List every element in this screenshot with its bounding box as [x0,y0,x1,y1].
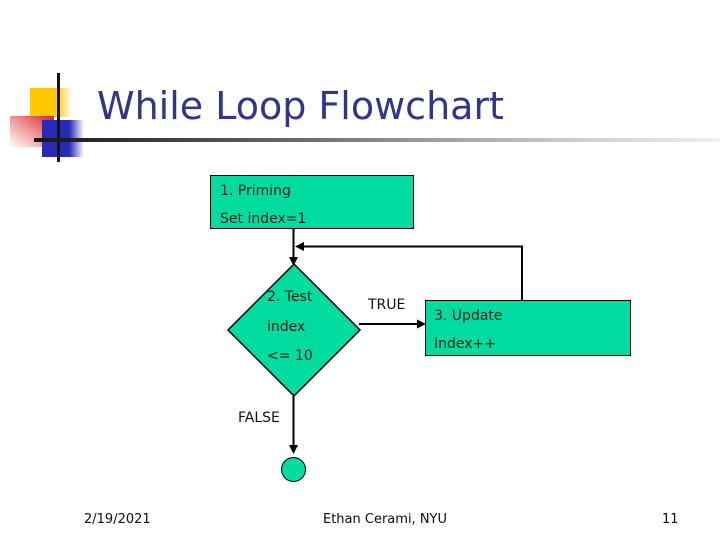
update-box-line1: 3. Update [434,308,503,324]
page-title: While Loop Flowchart [97,84,504,128]
footer-page-number: 11 [662,512,679,527]
arrowhead-right-icon [417,319,426,329]
loop-back-connector [304,245,523,300]
false-label: FALSE [238,410,280,426]
test-diamond-line1: 2. Test [267,289,313,305]
arrowhead-left-icon [295,242,304,251]
footer-date: 2/19/2021 [84,512,151,527]
arrowhead-down-icon [289,257,298,266]
title-underline-rule [34,138,720,142]
priming-box: 1. Priming Set index=1 [210,175,414,229]
update-box: 3. Update Index++ [425,300,631,356]
priming-box-line1: 1. Priming [220,183,291,199]
accent-yellow-square [30,88,72,117]
test-diamond-label: 2. Test index <= 10 [267,283,313,372]
footer-author: Ethan Cerami, NYU [323,512,447,527]
test-diamond-line2: index [267,318,306,335]
test-diamond-line3: <= 10 [267,348,313,364]
arrowhead-down-icon [289,445,298,454]
true-label: TRUE [368,297,406,313]
priming-box-line2: Set index=1 [220,211,307,227]
end-terminal-circle [281,457,306,482]
crosshair-vertical-line [57,73,60,162]
update-box-line2: Index++ [434,336,497,352]
